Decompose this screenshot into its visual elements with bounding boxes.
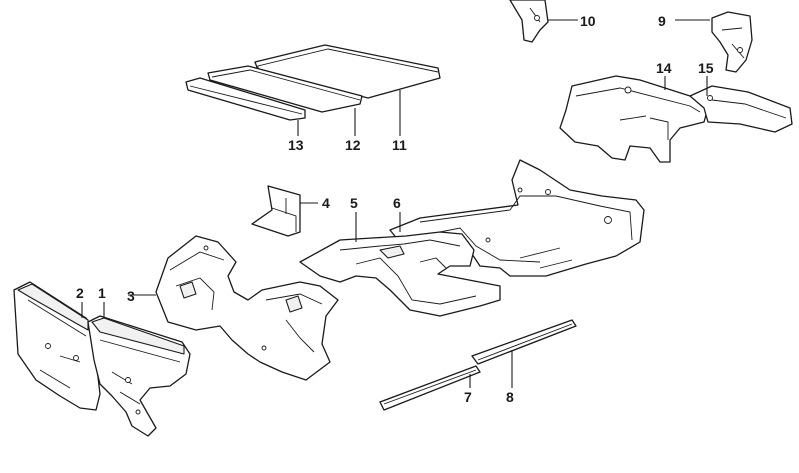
callout-1[interactable]: 1 (98, 285, 106, 301)
callout-10[interactable]: 10 (580, 13, 596, 29)
part-2-kick-panel[interactable] (13, 281, 101, 411)
part-6-floor-carpet[interactable] (389, 159, 645, 277)
callout-6[interactable]: 6 (393, 195, 401, 211)
part-10-bracket[interactable] (509, 0, 549, 43)
callout-3[interactable]: 3 (127, 288, 135, 304)
part-9-bracket[interactable] (711, 11, 753, 73)
part-8-sill-strip[interactable] (471, 319, 577, 365)
part-7-sill-strip[interactable] (379, 365, 481, 411)
callout-5[interactable]: 5 (350, 195, 358, 211)
callout-9[interactable]: 9 (658, 13, 666, 29)
part-1-kick-panel[interactable] (87, 315, 191, 437)
part-5-tunnel-carpet[interactable] (299, 231, 501, 317)
callout-7[interactable]: 7 (464, 389, 472, 405)
part-3-firewall-trim[interactable] (155, 235, 339, 381)
callout-14[interactable]: 14 (656, 60, 672, 76)
part-14-rear-panel[interactable] (559, 75, 709, 163)
callout-4[interactable]: 4 (322, 195, 330, 211)
part-4-plate[interactable] (251, 185, 301, 237)
callout-13[interactable]: 13 (288, 137, 304, 153)
callout-15[interactable]: 15 (698, 60, 714, 76)
callout-12[interactable]: 12 (345, 137, 361, 153)
part-13-strip[interactable] (185, 77, 306, 121)
callout-8[interactable]: 8 (506, 389, 514, 405)
part-15-rear-insert[interactable] (689, 85, 793, 133)
part-12-panel[interactable] (207, 65, 363, 113)
callout-11[interactable]: 11 (392, 137, 407, 153)
callout-2[interactable]: 2 (76, 285, 84, 301)
